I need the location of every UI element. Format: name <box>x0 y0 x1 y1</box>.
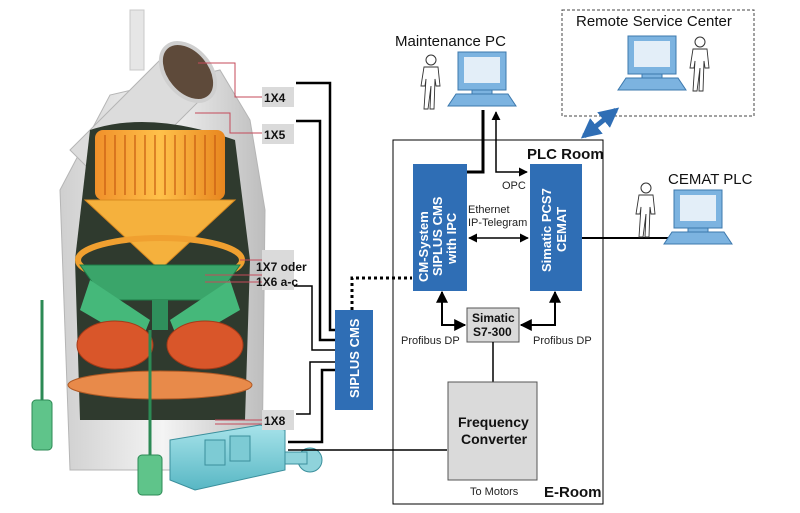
separator-cone <box>75 130 245 285</box>
profibus-left-label: Profibus DP <box>401 335 460 347</box>
siplus-cms-label: SIPLUS CMS <box>347 318 362 398</box>
sensor-tag-label: 1X6 a-c <box>256 275 298 289</box>
maintenance-pc[interactable]: Maintenance PC <box>395 33 517 110</box>
computer-icon <box>447 51 517 107</box>
cm-system-line: SIPLUS CMS <box>430 196 445 276</box>
person-icon <box>689 36 710 92</box>
plc-room-label: PLC Room <box>527 146 604 163</box>
dotted-link <box>350 276 412 310</box>
maintenance-pc-cable <box>467 110 485 174</box>
sensor-tag-label: 1X7 oder <box>256 260 307 274</box>
profibus-left-link <box>436 290 467 331</box>
s7-line: S7-300 <box>473 325 512 339</box>
e-room-label: E-Room <box>544 484 602 501</box>
profibus-right-label: Profibus DP <box>533 335 592 347</box>
hydraulic-cylinders <box>31 300 163 496</box>
sensor-cables <box>288 81 447 451</box>
person-icon <box>635 182 656 238</box>
opc-link <box>491 111 528 177</box>
sensor-tag-label: 1X5 <box>264 128 286 142</box>
person-icon <box>420 54 441 110</box>
cm-system-box[interactable]: CM-System SIPLUS CMS with IPC <box>413 164 467 291</box>
maintenance-pc-label: Maintenance PC <box>395 33 506 50</box>
grinding-rollers <box>67 320 253 400</box>
profibus-right-link <box>519 290 561 331</box>
cm-system-line: CM-System <box>416 211 431 282</box>
cemat-plc-label: CEMAT PLC <box>668 171 753 188</box>
drive-motor <box>169 424 323 491</box>
remote-service-center-label: Remote Service Center <box>576 13 732 30</box>
remote-service-center[interactable]: Remote Service Center <box>561 9 755 117</box>
to-motors-label: To Motors <box>470 486 519 498</box>
cemat-plc[interactable]: CEMAT PLC <box>635 171 753 245</box>
pcs7-line: Simatic PCS7 <box>539 188 554 272</box>
sensor-tag-label: 1X8 <box>264 414 286 428</box>
simatic-pcs7-box[interactable]: Simatic PCS7 CEMAT <box>530 164 582 291</box>
frequency-converter-box[interactable]: Frequency Converter <box>447 381 538 481</box>
simatic-s7-300-box[interactable]: Simatic S7-300 <box>466 307 520 343</box>
ethernet-label: Ethernet <box>468 204 510 216</box>
ip-telegram-label: IP-Telegram <box>468 217 527 229</box>
computer-icon <box>617 35 687 91</box>
converter-line: Frequency <box>458 414 529 430</box>
pcs7-line: CEMAT <box>554 207 569 252</box>
sensor-tag-1x7-1x6: 1X7 oder 1X6 a-c <box>256 250 307 290</box>
sensor-tag-1x4: 1X4 <box>262 87 294 107</box>
sensor-tag-1x5: 1X5 <box>262 124 294 144</box>
sensor-tag-label: 1X4 <box>264 91 286 105</box>
converter-line: Converter <box>461 431 528 447</box>
sensor-tag-1x8: 1X8 <box>262 410 294 430</box>
siplus-cms-unit[interactable]: SIPLUS CMS <box>335 310 373 410</box>
s7-line: Simatic <box>472 311 515 325</box>
cm-system-line: with IPC <box>444 212 459 265</box>
computer-icon <box>663 189 733 245</box>
opc-label: OPC <box>502 180 526 192</box>
remote-link-arrow <box>580 107 620 139</box>
sensor-leader-lines <box>195 62 265 425</box>
vertical-roller-mill-illustration <box>31 9 323 496</box>
